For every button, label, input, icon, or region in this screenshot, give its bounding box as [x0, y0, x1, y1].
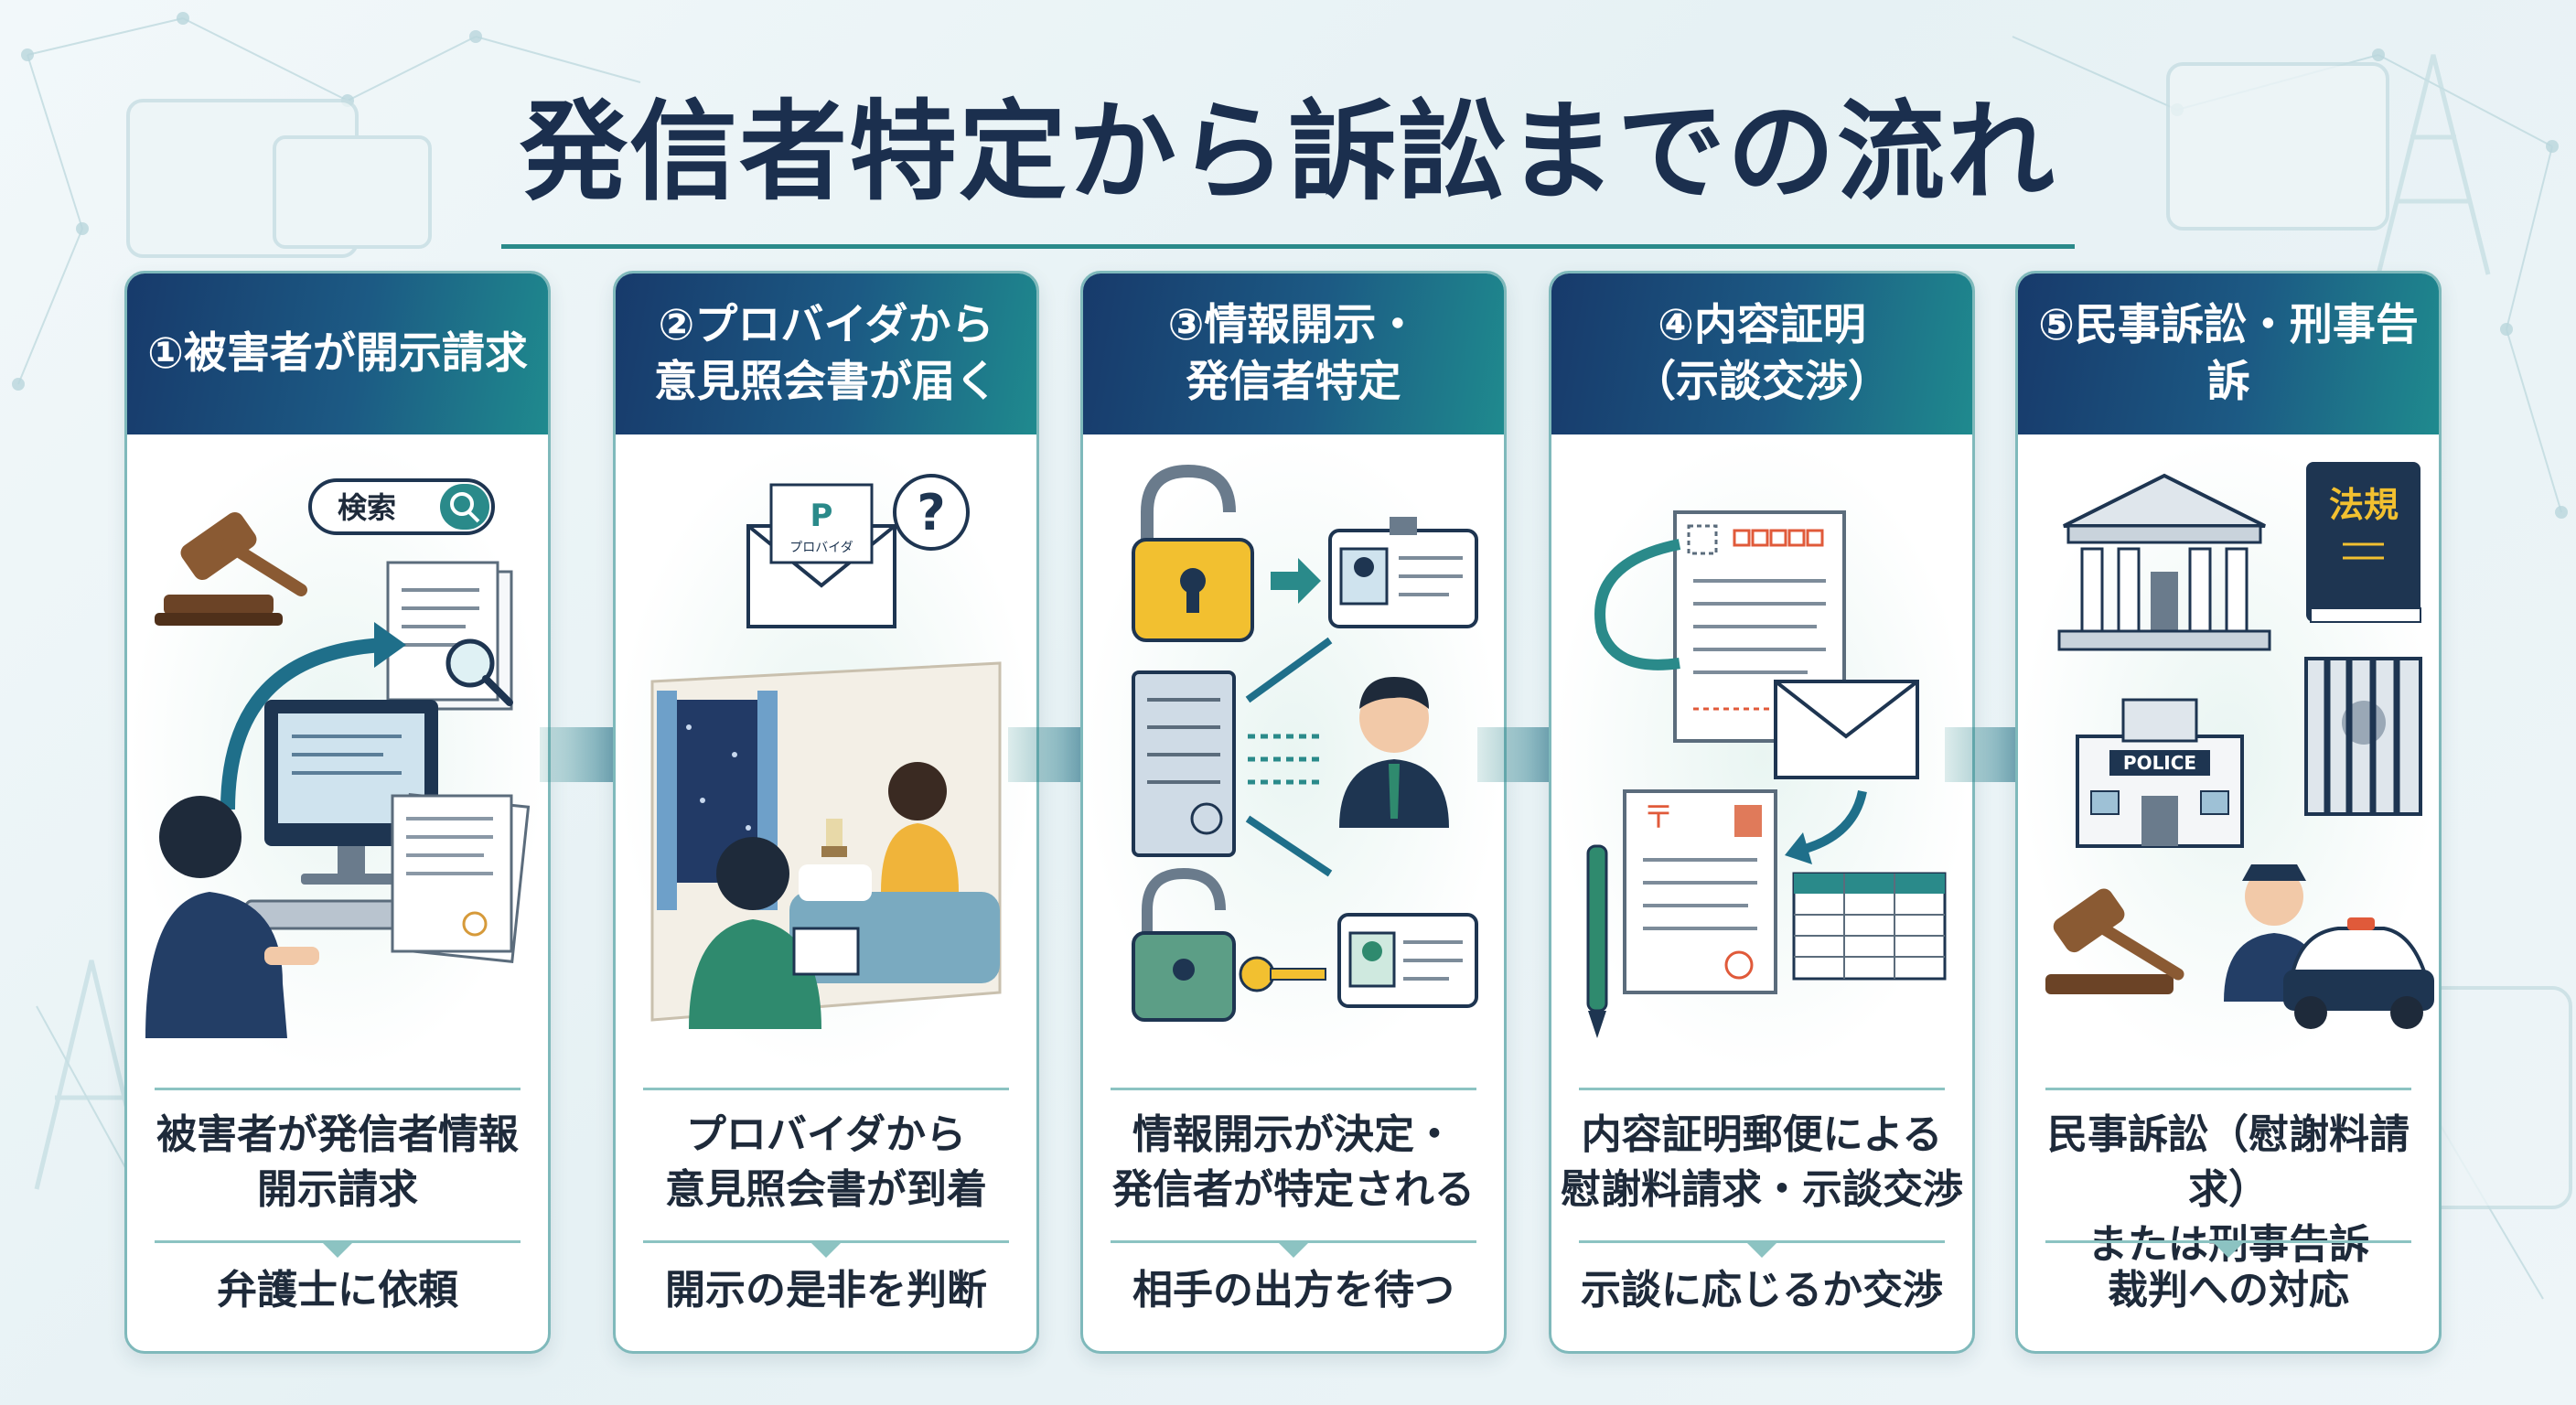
search-bar: 検索 [308, 478, 495, 535]
svg-text:P: P [810, 498, 833, 534]
courthouse-icon [2057, 473, 2271, 651]
server-icon [1132, 670, 1236, 857]
divider-pointer [2214, 1243, 2243, 1258]
id-card-icon [1328, 517, 1478, 628]
svg-text:〒: 〒 [1643, 799, 1674, 836]
step-3-subtext: 相手の出方を待つ [1132, 1267, 1454, 1314]
divider [2045, 1240, 2411, 1243]
step-4-description: 内容証明郵便による 慰謝料請求・示談交渉 [1561, 1111, 1963, 1213]
step-1-heading: ①被害者が開示請求 [127, 273, 548, 434]
unlocked-padlock-icon [1132, 464, 1254, 642]
step-5-subtext: 裁判への対応 [2108, 1267, 2349, 1314]
victim-person-icon [145, 796, 319, 1038]
step-card-4: ④内容証明 （示談交渉） [1549, 271, 1975, 1354]
envelope-label: プロバイダ [789, 541, 853, 555]
step-card-2: ②プロバイダから 意見照会書が届く P プロバイダ ? [613, 271, 1039, 1354]
key-icon [1239, 956, 1326, 992]
police-car-icon [2283, 917, 2434, 1029]
postal-document-icon: 〒 [1623, 789, 1777, 994]
book-label: 法規 [2329, 485, 2399, 525]
divider [643, 1088, 1009, 1090]
step-3-heading: ③情報開示・ 発信者特定 [1083, 273, 1504, 434]
question-bubble-icon: ? [893, 474, 970, 551]
envelope-icon: P プロバイダ [746, 483, 896, 628]
step-card-1: ①被害者が開示請求 検索 [124, 271, 551, 1354]
step-card-5: ⑤民事訴訟・刑事告訴 法規 [2015, 271, 2442, 1354]
step-2-illustration: P プロバイダ ? [616, 434, 1036, 1075]
search-label: 検索 [338, 490, 396, 525]
divider-pointer [1279, 1243, 1308, 1258]
step-1-description: 被害者が発信者情報 開示請求 [156, 1111, 519, 1213]
step-2-description: プロバイダから 意見照会書が到着 [665, 1111, 987, 1213]
paper-stack-icon [391, 793, 531, 963]
step-3-illustration [1083, 434, 1504, 1075]
step-4-illustration: 〒 [1551, 434, 1972, 1075]
step-4-heading: ④内容証明 （示談交渉） [1551, 273, 1972, 434]
jail-cell-icon [2304, 657, 2422, 816]
step-1-subtext: 弁護士に依頼 [217, 1267, 458, 1314]
step-1-illustration: 検索 [127, 434, 548, 1075]
envelope-icon [1774, 680, 1919, 779]
divider-pointer [323, 1243, 352, 1258]
police-label: POLICE [2123, 752, 2196, 774]
divider [1111, 1240, 1476, 1243]
spreadsheet-icon [1792, 872, 1947, 981]
divider [2045, 1088, 2411, 1090]
identified-person-icon [1339, 677, 1449, 828]
divider [1111, 1088, 1476, 1090]
step-2-heading: ②プロバイダから 意見照会書が届く [616, 273, 1036, 434]
step-2-subtext: 開示の是非を判断 [665, 1267, 987, 1314]
divider [643, 1240, 1009, 1243]
gavel-icon [155, 511, 307, 626]
law-book-icon: 法規 [2306, 462, 2421, 623]
step-4-subtext: 示談に応じるか交渉 [1581, 1267, 1943, 1314]
divider [155, 1088, 521, 1090]
step-3-description: 情報開示が決定・ 発信者が特定される [1112, 1111, 1475, 1213]
locked-padlock-icon [1132, 867, 1236, 1022]
page-title: 発信者特定から訴訟までの流れ [500, 64, 2075, 249]
step-5-heading: ⑤民事訴訟・刑事告訴 [2018, 273, 2439, 434]
divider [155, 1240, 521, 1243]
divider [1579, 1240, 1945, 1243]
divider [1579, 1088, 1945, 1090]
divider-pointer [1747, 1243, 1776, 1258]
document-search-icon [386, 561, 513, 711]
step-card-3: ③情報開示・ 発信者特定 [1080, 271, 1507, 1354]
divider-pointer [811, 1243, 841, 1258]
svg-text:?: ? [917, 484, 945, 542]
bedroom-scene-icon [650, 661, 1002, 1029]
pen-icon [1586, 844, 1608, 1038]
gavel-icon [2045, 888, 2184, 994]
police-station-icon: POLICE [2076, 698, 2244, 848]
id-card-icon [1337, 913, 1478, 1008]
step-5-illustration: 法規 POLICE [2018, 434, 2439, 1075]
